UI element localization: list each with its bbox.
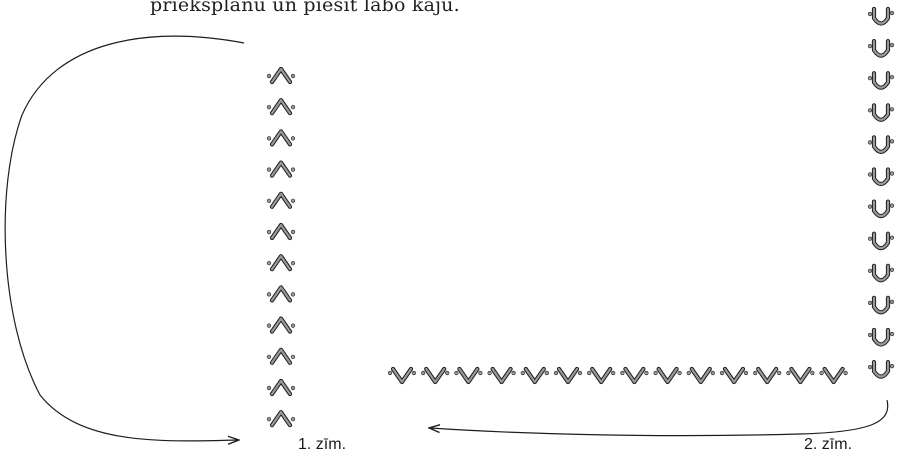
chevron-down-mark (387, 366, 417, 385)
horseshoe-u-mark (867, 39, 895, 58)
chevron-up-mark (266, 222, 296, 241)
chevron-down-mark (487, 366, 516, 385)
horseshoe-u-mark (867, 103, 895, 122)
chevron-down-mark (653, 366, 682, 385)
figure-2-caption: 2. zīm. (804, 436, 853, 453)
chevron-down-mark (553, 366, 583, 385)
chevron-down-mark (421, 366, 450, 385)
figure-1-return-arrow (4, 35, 245, 441)
chevron-down-mark (819, 366, 848, 385)
chevron-down-mark (686, 366, 715, 385)
chevron-down-mark (454, 366, 483, 385)
chevron-down-mark (786, 366, 815, 385)
horseshoe-u-mark (867, 135, 895, 154)
horseshoe-u-mark (867, 327, 895, 347)
chevron-up-mark (266, 254, 296, 272)
figure-1-chevron-column (266, 66, 296, 428)
chevron-down-mark (587, 366, 616, 385)
horseshoe-u-mark (867, 6, 895, 26)
figure-2-chevron-row (387, 366, 848, 385)
horseshoe-u-mark (867, 199, 895, 219)
chevron-down-mark (520, 366, 549, 385)
chevron-down-mark (753, 366, 782, 385)
intro-text-line: priekšplānu un piesit labo kāju. (150, 0, 460, 16)
chevron-up-mark (266, 347, 296, 365)
chevron-up-mark (266, 191, 296, 209)
chevron-up-mark (266, 98, 296, 116)
chevron-up-mark (266, 378, 296, 397)
figure-2-horseshoe-column (867, 6, 895, 379)
chevron-up-mark (266, 160, 296, 178)
horseshoe-u-mark (867, 263, 895, 283)
chevron-down-mark (620, 366, 649, 385)
chevron-down-mark (719, 366, 749, 385)
chevron-up-mark (266, 285, 296, 303)
horseshoe-u-mark (867, 360, 895, 379)
horseshoe-u-mark (867, 295, 895, 315)
chevron-up-mark (266, 316, 296, 334)
horseshoe-u-mark (867, 167, 895, 187)
figure-2-return-arrow (430, 399, 889, 437)
horseshoe-u-mark (867, 231, 895, 251)
chevron-up-mark (266, 66, 296, 85)
horseshoe-u-mark (867, 71, 895, 90)
chevron-up-mark (266, 129, 296, 147)
figure-1-caption: 1. zīm. (298, 436, 347, 453)
chevron-up-mark (266, 410, 296, 428)
